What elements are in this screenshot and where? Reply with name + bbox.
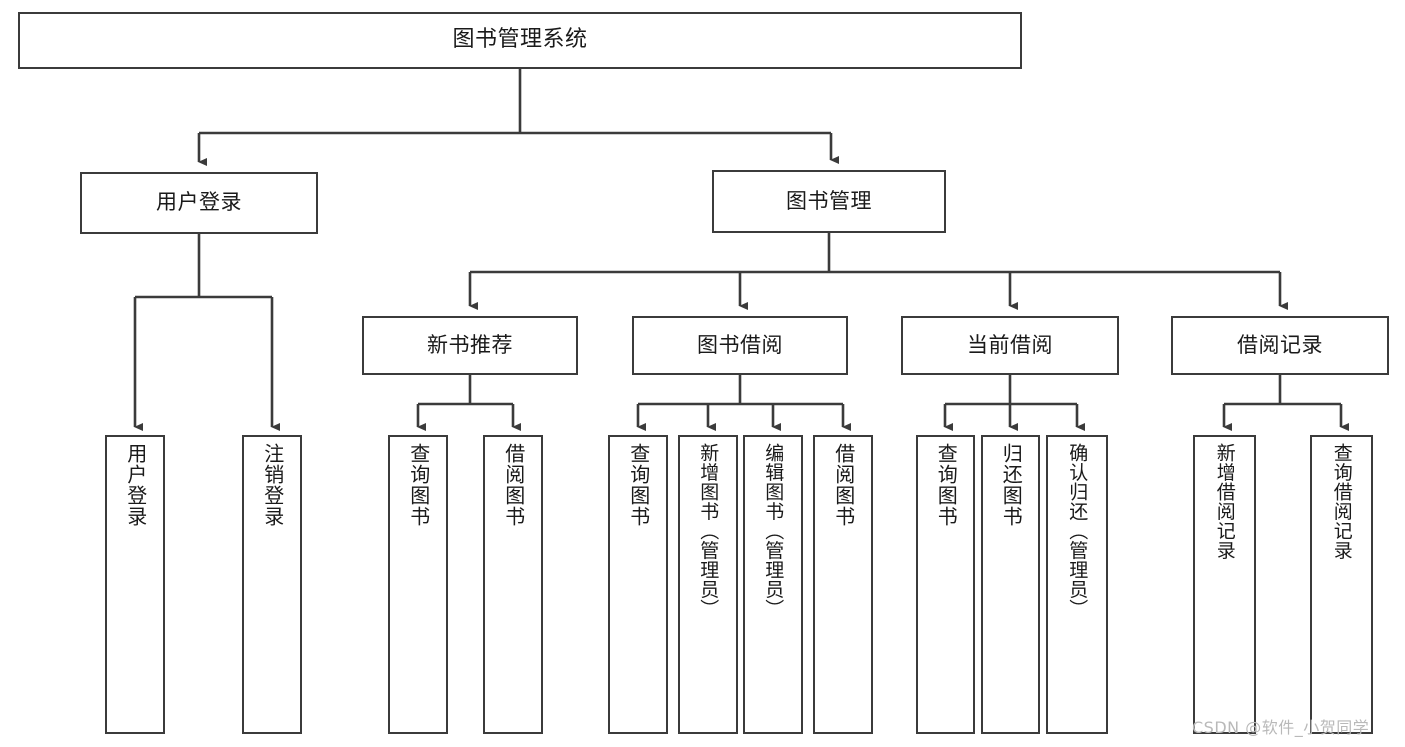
node-borrow-record[interactable]: 借阅记录 <box>1171 316 1389 375</box>
node-root-system[interactable]: 图书管理系统 <box>18 12 1022 69</box>
node-label: 当前借阅 <box>967 332 1053 357</box>
leaf-book-borrow-query[interactable]: 查询图书 <box>608 435 668 734</box>
leaf-book-borrow-edit[interactable]: 编辑图书（管理员） <box>743 435 803 734</box>
leaf-current-borrow-confirm-return[interactable]: 确认归还（管理员） <box>1046 435 1108 734</box>
node-label: 新书推荐 <box>427 332 513 357</box>
leaf-new-book-query[interactable]: 查询图书 <box>388 435 448 734</box>
node-label: 查询图书 <box>406 443 431 527</box>
node-label: 用户登录 <box>156 190 242 215</box>
node-label: 用户登录 <box>123 443 148 527</box>
node-label: 图书借阅 <box>697 332 783 357</box>
node-label: 新增借阅记录 <box>1213 443 1236 560</box>
node-label: 编辑图书（管理员） <box>762 443 785 619</box>
node-label: 归还图书 <box>999 443 1024 527</box>
node-label: 借阅记录 <box>1237 332 1323 357</box>
leaf-user-login-login[interactable]: 用户登录 <box>105 435 165 734</box>
node-book-borrow[interactable]: 图书借阅 <box>632 316 848 375</box>
leaf-current-borrow-query[interactable]: 查询图书 <box>916 435 975 734</box>
node-label: 图书管理系统 <box>452 27 588 53</box>
leaf-book-borrow-add[interactable]: 新增图书（管理员） <box>678 435 738 734</box>
node-label: 图书管理 <box>786 188 872 213</box>
node-new-book-recommend[interactable]: 新书推荐 <box>362 316 578 375</box>
node-user-login[interactable]: 用户登录 <box>80 172 318 234</box>
leaf-borrow-record-add[interactable]: 新增借阅记录 <box>1193 435 1256 734</box>
node-label: 借阅图书 <box>831 443 856 527</box>
node-label: 借阅图书 <box>501 443 526 527</box>
leaf-borrow-record-query[interactable]: 查询借阅记录 <box>1310 435 1373 734</box>
node-label: 查询图书 <box>626 443 651 527</box>
node-label: 查询图书 <box>934 443 959 527</box>
node-label: 确认归还（管理员） <box>1066 443 1089 619</box>
node-label: 查询借阅记录 <box>1330 443 1353 560</box>
leaf-current-borrow-return[interactable]: 归还图书 <box>981 435 1040 734</box>
node-label: 注销登录 <box>260 443 285 527</box>
leaf-book-borrow-borrow[interactable]: 借阅图书 <box>813 435 873 734</box>
node-book-management[interactable]: 图书管理 <box>712 170 946 233</box>
leaf-user-login-logout[interactable]: 注销登录 <box>242 435 302 734</box>
node-current-borrow[interactable]: 当前借阅 <box>901 316 1119 375</box>
leaf-new-book-borrow[interactable]: 借阅图书 <box>483 435 543 734</box>
node-label: 新增图书（管理员） <box>697 443 720 619</box>
